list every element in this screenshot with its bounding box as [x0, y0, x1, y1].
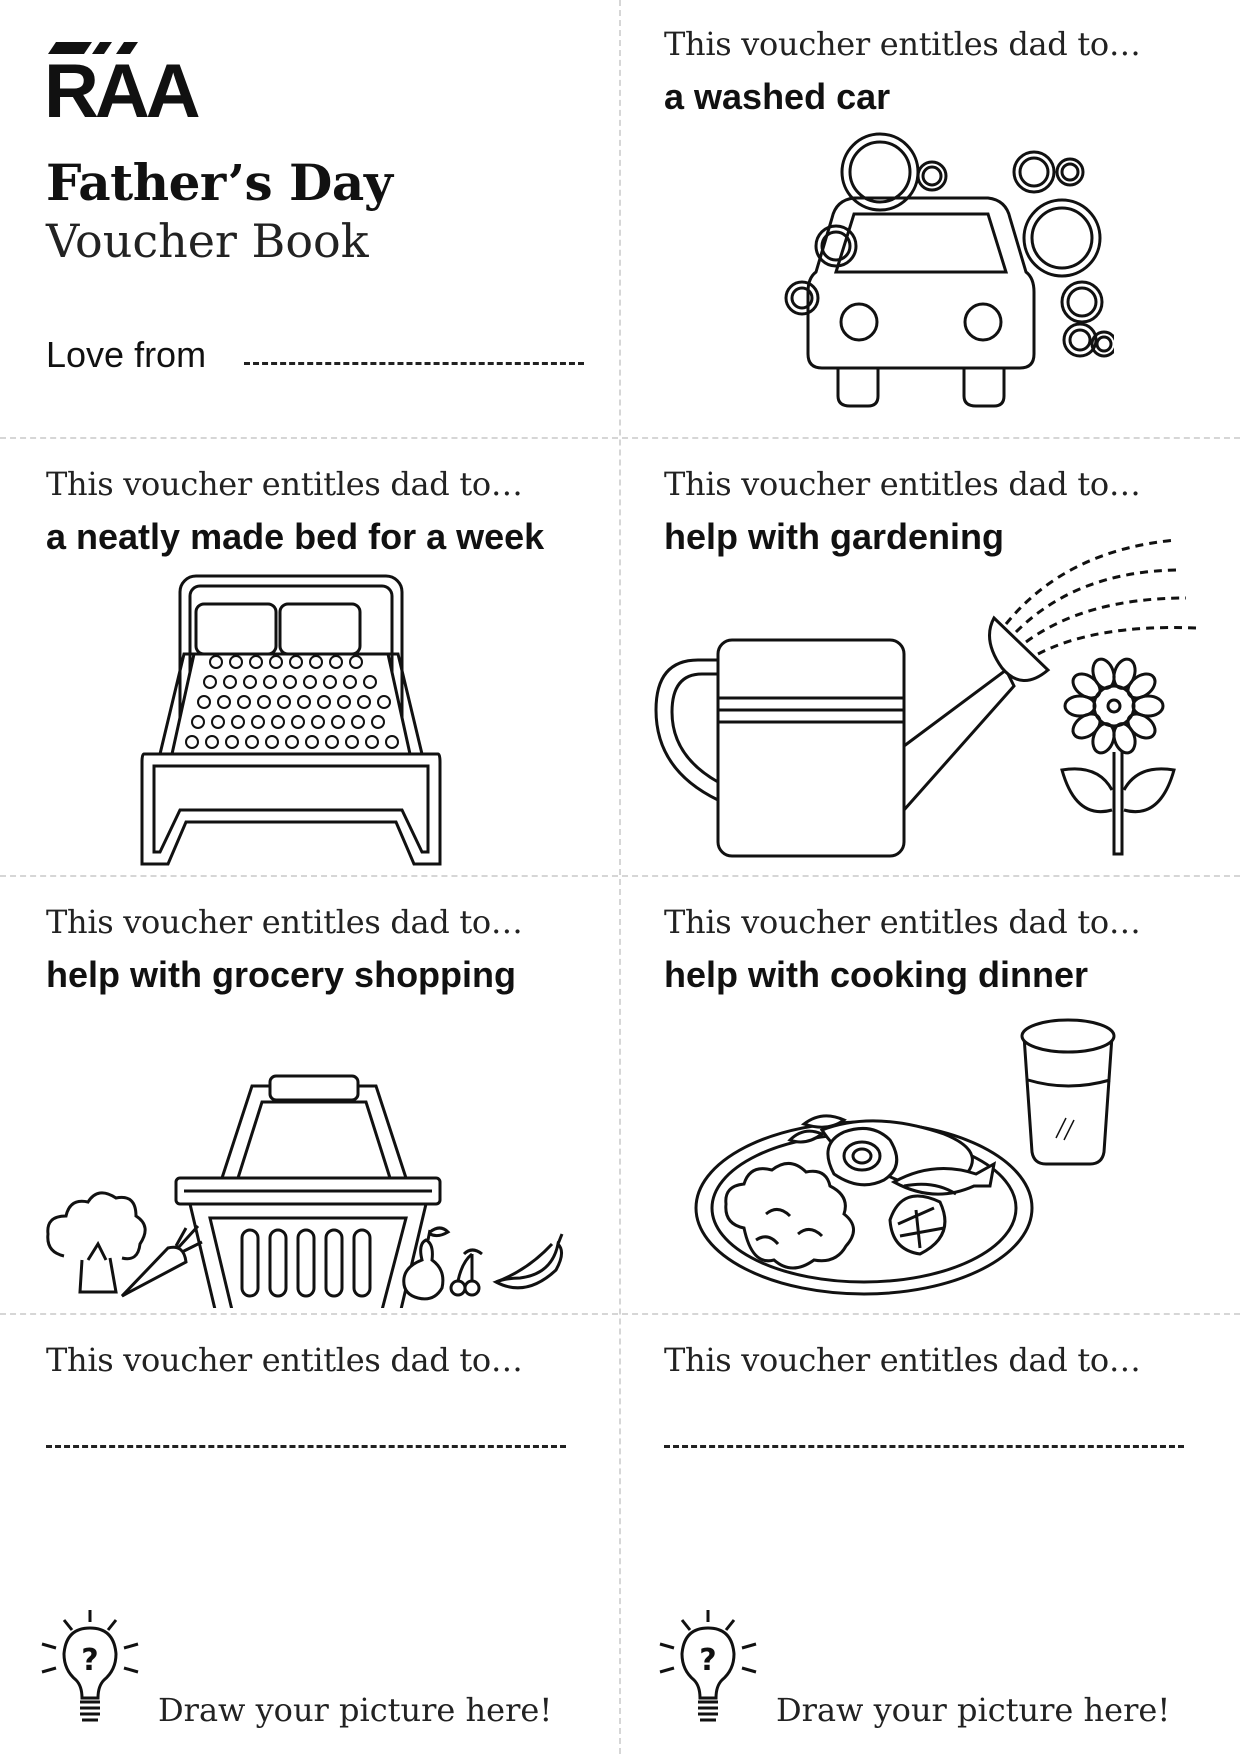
horizontal-cut-line	[0, 1313, 1240, 1315]
cover-subtitle: Voucher Book	[46, 214, 369, 268]
lightbulb-question-icon: ?	[41, 1610, 139, 1722]
voucher-intro: This voucher entitles dad to…	[664, 465, 1141, 503]
voucher-title: a washed car	[664, 76, 891, 117]
voucher-intro: This voucher entitles dad to…	[664, 1341, 1141, 1379]
dinner-plate-icon	[694, 1018, 1116, 1296]
vertical-cut-line	[619, 0, 621, 1754]
voucher-title: help with grocery shopping	[46, 954, 517, 995]
voucher-washed-car: This voucher entitles dad to… a washed c…	[664, 0, 1240, 430]
shopping-basket-icon	[46, 1074, 564, 1308]
cover-panel: RAA Father’s Day Voucher Book Love from	[44, 0, 646, 430]
car-wash-icon	[784, 132, 1114, 408]
voucher-intro: This voucher entitles dad to…	[664, 903, 1141, 941]
horizontal-cut-line	[0, 437, 1240, 439]
logo-stripes-icon	[48, 42, 138, 54]
voucher-title: a neatly made bed for a week	[46, 516, 545, 557]
love-from-blank-line	[244, 362, 584, 365]
voucher-cooking-dinner: This voucher entitles dad to… help with …	[664, 878, 1240, 1308]
voucher-title: help with gardening	[664, 516, 1004, 557]
voucher-intro: This voucher entitles dad to…	[46, 903, 523, 941]
love-from-label: Love from	[46, 334, 207, 375]
voucher-blank-right: This voucher entitles dad to… ? Draw you…	[659, 1316, 1240, 1746]
voucher-blank-line	[46, 1445, 566, 1448]
draw-prompt: Draw your picture here!	[776, 1691, 1171, 1729]
voucher-intro: This voucher entitles dad to…	[46, 465, 523, 503]
voucher-blank-line	[664, 1445, 1184, 1448]
voucher-blank-left: This voucher entitles dad to… ? Draw you…	[41, 1316, 646, 1746]
raa-logo: RAA	[44, 49, 201, 134]
voucher-intro: This voucher entitles dad to…	[46, 1341, 523, 1379]
voucher-grocery-shopping: This voucher entitles dad to… help with …	[46, 878, 646, 1308]
voucher-title: help with cooking dinner	[664, 954, 1089, 995]
svg-text:?: ?	[81, 1643, 98, 1678]
cover-title: Father’s Day	[46, 153, 393, 212]
svg-text:?: ?	[699, 1643, 716, 1678]
voucher-gardening: This voucher entitles dad to… help with …	[654, 440, 1240, 870]
watering-can-icon	[654, 538, 1197, 858]
draw-prompt: Draw your picture here!	[158, 1691, 553, 1729]
voucher-neat-bed: This voucher entitles dad to… a neatly m…	[46, 440, 646, 870]
bed-icon	[140, 574, 442, 866]
lightbulb-question-icon: ?	[659, 1610, 757, 1722]
horizontal-cut-line	[0, 875, 1240, 877]
voucher-intro: This voucher entitles dad to…	[664, 25, 1141, 63]
